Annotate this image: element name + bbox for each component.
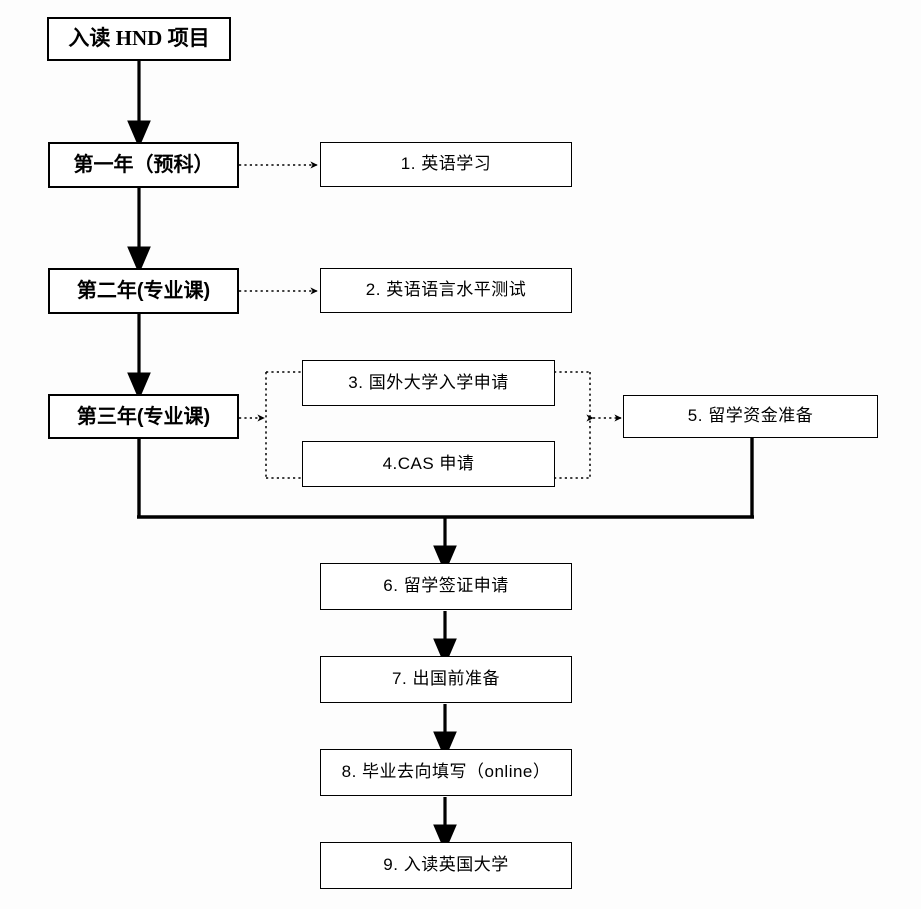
- node-step2-label: 2. 英语语言水平测试: [365, 280, 527, 300]
- node-step5-label: 5. 留学资金准备: [687, 406, 814, 426]
- node-step7-label: 7. 出国前准备: [392, 669, 500, 689]
- node-year1[interactable]: 第一年（预科）: [48, 142, 239, 188]
- node-start-label: 入读 HND 项目: [68, 26, 210, 51]
- group-bracket-left: [265, 371, 303, 479]
- node-step4-cas-application[interactable]: 4.CAS 申请: [302, 441, 555, 487]
- node-step8-label: 8. 毕业去向填写（online）: [341, 762, 551, 782]
- node-step8-graduation-destination-form[interactable]: 8. 毕业去向填写（online）: [320, 749, 572, 796]
- node-step1-english-study[interactable]: 1. 英语学习: [320, 142, 572, 187]
- node-step2-english-proficiency-test[interactable]: 2. 英语语言水平测试: [320, 268, 572, 313]
- node-step1-label: 1. 英语学习: [400, 154, 492, 174]
- node-step7-pre-departure-preparation[interactable]: 7. 出国前准备: [320, 656, 572, 703]
- node-step3-label: 3. 国外大学入学申请: [348, 372, 509, 392]
- node-year1-label: 第一年（预科）: [73, 154, 214, 176]
- connector-merge-junction: [137, 438, 754, 574]
- node-step6-label: 6. 留学签证申请: [383, 576, 509, 596]
- node-year2[interactable]: 第二年(专业课): [48, 268, 239, 314]
- group-bracket-right: [554, 371, 591, 479]
- node-start-hnd-program[interactable]: 入读 HND 项目: [47, 17, 231, 61]
- node-year2-label: 第二年(专业课): [76, 280, 211, 302]
- node-step4-label: 4.CAS 申请: [382, 453, 475, 473]
- node-step5-study-abroad-funding[interactable]: 5. 留学资金准备: [623, 395, 878, 438]
- node-year3-label: 第三年(专业课): [76, 405, 211, 428]
- node-step6-visa-application[interactable]: 6. 留学签证申请: [320, 563, 572, 610]
- node-step3-overseas-university-application[interactable]: 3. 国外大学入学申请: [302, 360, 555, 406]
- node-step9-label: 9. 入读英国大学: [383, 855, 509, 875]
- node-year3[interactable]: 第三年(专业课): [48, 394, 239, 439]
- node-step9-enroll-uk-university[interactable]: 9. 入读英国大学: [320, 842, 572, 889]
